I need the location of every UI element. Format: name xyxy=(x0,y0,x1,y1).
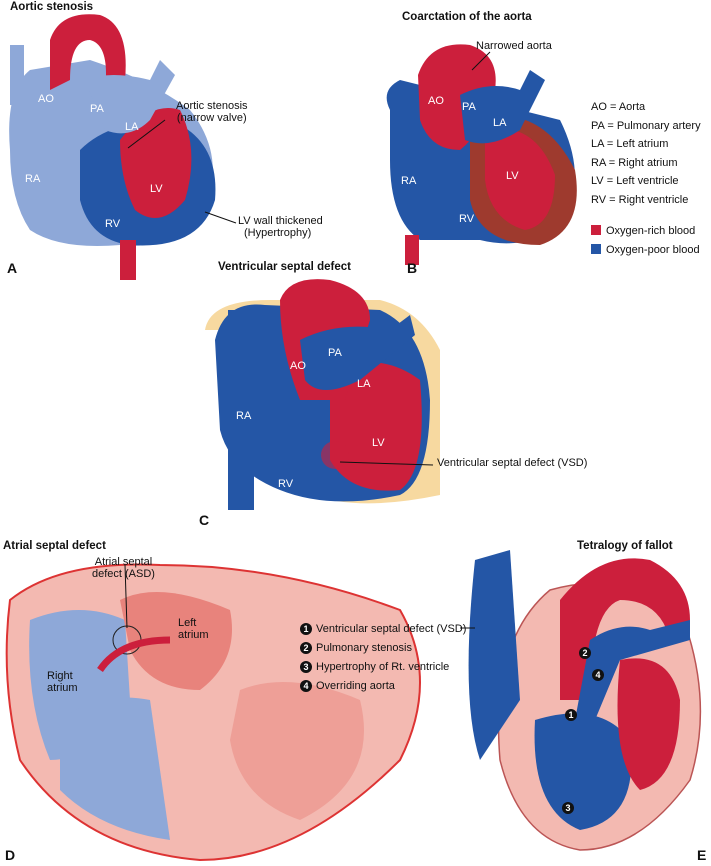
label-pa: PA xyxy=(328,347,342,359)
item-label: Pulmonary stenosis xyxy=(316,642,412,654)
oxygen-poor-label: Oxygen-poor blood xyxy=(606,244,700,256)
label-pa: PA xyxy=(90,103,104,115)
panel-c-title: Ventricular septal defect xyxy=(218,261,351,273)
label-la: LA xyxy=(357,378,371,390)
meaning: Pulmonary artery xyxy=(616,119,701,132)
number-badge: 3 xyxy=(300,661,312,673)
list-item: 1 Ventricular septal defect (VSD) xyxy=(300,620,466,639)
tetralogy-list: 1 Ventricular septal defect (VSD) 2 Pulmon… xyxy=(300,620,466,696)
list-item: 3 Hypertrophy of Rt. ventricle xyxy=(300,658,466,677)
label-ra: RA xyxy=(25,173,41,185)
heart-e xyxy=(468,550,702,851)
list-item: 4 Overriding aorta xyxy=(300,677,466,696)
callout-lv-wall: LV wall thickened(Hypertrophy) xyxy=(238,215,323,239)
callout-line-2: (Hypertrophy) xyxy=(244,227,312,239)
panel-letter-d: D xyxy=(5,847,16,863)
callout-lines xyxy=(124,51,491,629)
heart-a xyxy=(9,14,216,280)
panel-letter-a: A xyxy=(7,260,18,276)
callout-line-1: Atrial septal xyxy=(94,556,153,568)
number-badge: 3 xyxy=(562,802,574,814)
callout-vsd: Ventricular septal defect (VSD) xyxy=(437,457,588,469)
number-badge: 2 xyxy=(300,642,312,654)
panel-b-title: Coarctation of the aorta xyxy=(402,11,532,23)
label-rv: RV xyxy=(459,213,475,225)
label-line-2: atrium xyxy=(47,682,78,694)
label-rv: RV xyxy=(105,218,121,230)
legend-colors: Oxygen-rich blood Oxygen-poor blood xyxy=(591,222,700,260)
heart-d xyxy=(5,563,421,862)
label-line-1: Left xyxy=(178,617,197,629)
marker-3: 3 xyxy=(562,802,578,814)
abbr: PA xyxy=(591,119,605,132)
callout-line-1: LV wall thickened xyxy=(238,215,323,227)
oxygen-poor-swatch xyxy=(591,244,601,254)
callout-line-2: (narrow valve) xyxy=(176,112,247,124)
label-ra: RA xyxy=(401,175,417,187)
label-line-2: atrium xyxy=(178,629,209,641)
label-lv: LV xyxy=(372,437,385,449)
callout-line-1: Aortic stenosis xyxy=(176,100,248,112)
label-lv: LV xyxy=(150,183,163,195)
item-label: Overriding aorta xyxy=(316,680,395,692)
callout-aortic-stenosis: Aortic stenosis(narrow valve) xyxy=(176,100,248,124)
callout-line-2: defect (ASD) xyxy=(92,568,155,580)
label-la: LA xyxy=(493,117,507,129)
meaning: Left atrium xyxy=(616,138,669,150)
abbr: RA xyxy=(591,156,606,169)
number-badge: 1 xyxy=(565,709,577,721)
panel-d-title: Atrial septal defect xyxy=(3,540,106,552)
marker-4: 4 xyxy=(592,669,608,681)
meaning: Right ventricle xyxy=(618,193,689,206)
abbr: AO xyxy=(591,101,607,113)
marker-1: 1 xyxy=(565,709,581,721)
item-label: Hypertrophy of Rt. ventricle xyxy=(316,661,450,673)
meaning: Aorta xyxy=(618,101,646,113)
heart-c xyxy=(205,279,440,510)
heart-b xyxy=(386,44,577,265)
label-rv: RV xyxy=(278,478,294,490)
abbr: RV xyxy=(591,193,607,206)
label-ao: AO xyxy=(290,360,306,372)
oxygen-rich-label: Oxygen-rich blood xyxy=(606,225,696,237)
label-ao: AO xyxy=(428,95,444,107)
label-pa: PA xyxy=(462,101,476,113)
number-badge: 1 xyxy=(300,623,312,635)
label-line-1: Right xyxy=(47,670,73,682)
oxygen-rich-swatch xyxy=(591,225,601,235)
panel-e-title: Tetralogy of fallot xyxy=(577,540,673,552)
abbr: LV xyxy=(591,175,604,187)
legend-abbreviations: AO = Aorta PA = Pulmonary artery LA = Le… xyxy=(591,101,701,206)
meaning: Left ventricle xyxy=(616,175,679,187)
panel-letter-b: B xyxy=(407,260,418,276)
panel-a-title: Aortic stenosis xyxy=(10,1,94,13)
number-badge: 4 xyxy=(300,680,312,692)
list-item: 2 Pulmonary stenosis xyxy=(300,639,466,658)
number-badge: 4 xyxy=(592,669,604,681)
label-ra: RA xyxy=(236,410,252,422)
item-label: Ventricular septal defect (VSD) xyxy=(316,623,467,635)
label-ao: AO xyxy=(38,93,54,105)
meaning: Right atrium xyxy=(618,156,678,169)
marker-2: 2 xyxy=(579,647,595,659)
label-lv: LV xyxy=(506,170,519,182)
number-badge: 2 xyxy=(579,647,591,659)
callout-narrowed-aorta: Narrowed aorta xyxy=(476,40,552,52)
panel-letter-c: C xyxy=(199,512,210,528)
abbr: LA xyxy=(591,138,604,150)
label-la: LA xyxy=(125,121,139,133)
panel-letter-e: E xyxy=(697,847,707,863)
